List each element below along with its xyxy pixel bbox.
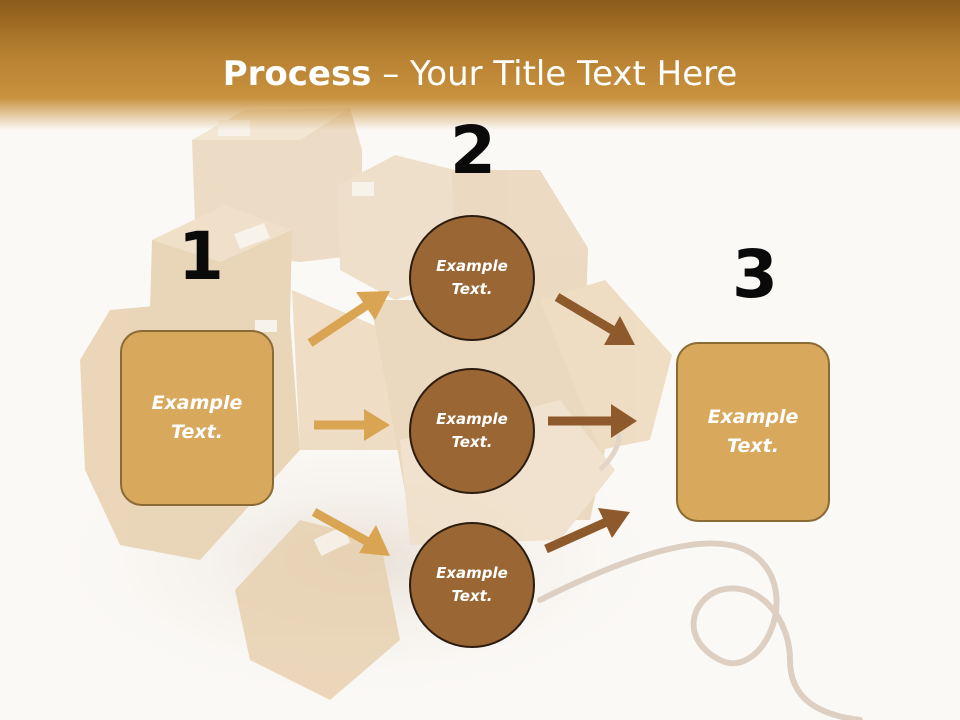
title-rest: – Your Title Text Here (371, 54, 738, 94)
step-2-circle-bottom: Example Text. (409, 522, 535, 648)
step-1-text-line1: Example (151, 392, 243, 414)
arrow-bottom-to-3 (544, 508, 630, 554)
step-number-1: 1 (178, 218, 224, 295)
step-1-box: Example Text. (120, 330, 274, 506)
step-number-2: 2 (450, 112, 496, 189)
circle-text-line2: Text. (451, 280, 493, 298)
step-3-text-line1: Example (707, 406, 799, 428)
step-number-3: 3 (732, 236, 778, 313)
title-bar (0, 0, 960, 130)
circle-text-line1: Example (436, 564, 508, 582)
title-bold: Process (222, 54, 372, 94)
step-1-text-line2: Text. (171, 421, 223, 443)
circle-text-line1: Example (436, 257, 508, 275)
circle-text-line2: Text. (451, 587, 493, 605)
step-2-circle-middle: Example Text. (409, 368, 535, 494)
circle-text-line2: Text. (451, 433, 493, 451)
circle-text-line1: Example (436, 410, 508, 428)
arrow-1-to-bottom (311, 508, 390, 556)
step-3-text-line2: Text. (727, 435, 779, 457)
step-2-circle-top: Example Text. (409, 215, 535, 341)
slide-title: Process – Your Title Text Here (0, 52, 960, 96)
step-3-box: Example Text. (676, 342, 830, 522)
arrow-1-to-top (307, 291, 390, 347)
arrow-middle-to-3 (548, 404, 637, 438)
arrow-top-to-3 (554, 293, 635, 345)
arrow-1-to-middle (314, 409, 390, 441)
